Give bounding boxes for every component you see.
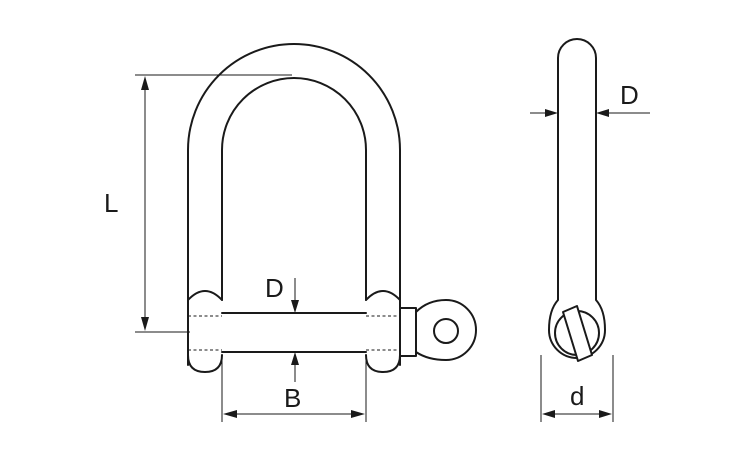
pin-eye xyxy=(415,299,477,361)
body-diameter-side-label: D xyxy=(620,80,639,110)
d-side-arrow-right xyxy=(596,109,609,117)
d-front-arrow-bottom xyxy=(291,352,299,365)
b-arrow-right xyxy=(351,410,365,418)
pin-eye-hole xyxy=(433,318,459,344)
eye-diameter-label: d xyxy=(570,381,584,411)
d-side-arrow-left xyxy=(545,109,558,117)
right-leg-bottom xyxy=(365,354,401,373)
side-pin xyxy=(562,305,593,362)
width-label: B xyxy=(284,383,301,413)
length-label: L xyxy=(104,188,118,218)
b-arrow-left xyxy=(223,410,237,418)
pin-head xyxy=(399,307,417,357)
l-arrow-bottom xyxy=(141,317,149,331)
l-arrow-top xyxy=(141,76,149,90)
right-eye-bump xyxy=(365,290,401,301)
pin-diameter-front-label: D xyxy=(265,273,284,303)
d-front-arrow-top xyxy=(291,300,299,313)
front-view: L D B xyxy=(104,43,477,422)
left-eye-bump xyxy=(187,290,223,301)
left-leg-bottom xyxy=(187,354,223,373)
shackle-bow-outer xyxy=(187,43,401,366)
side-body-outline xyxy=(548,38,606,359)
side-view: D d xyxy=(530,38,650,422)
shackle-bow-inner xyxy=(221,77,367,301)
d-small-arrow-left xyxy=(542,410,555,418)
d-small-arrow-right xyxy=(599,410,612,418)
